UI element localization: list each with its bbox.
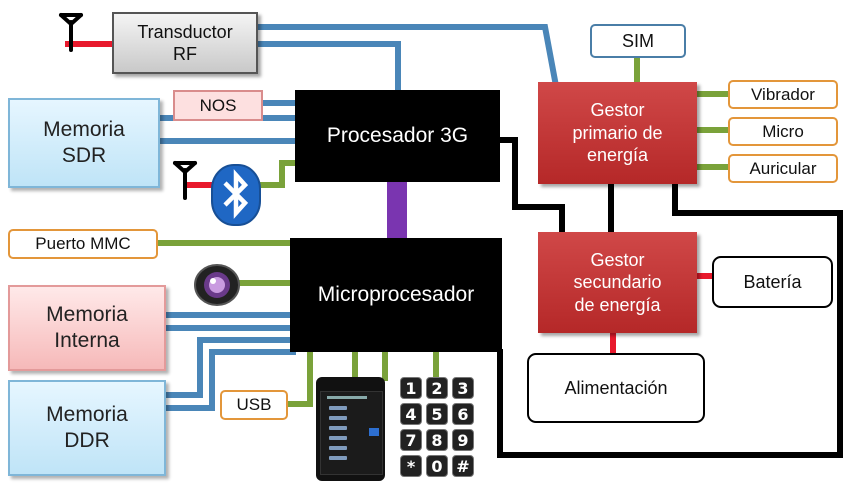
auricular-block: Auricular: [728, 154, 838, 183]
antenna-icon: [173, 161, 197, 200]
memoria-ddr-block: Memoria DDR: [8, 380, 166, 476]
bateria-block: Batería: [712, 256, 833, 308]
usb-block: USB: [220, 390, 288, 420]
alimentacion-block: Alimentación: [527, 353, 705, 423]
microprocesador-block: Microprocesador: [290, 238, 502, 352]
keypad-key: #: [452, 455, 474, 477]
transductor-rf-block: Transductor RF: [112, 12, 258, 74]
nos-block: NOS: [173, 90, 263, 121]
micro-block: Micro: [728, 117, 838, 146]
signal-lines: [153, 55, 731, 407]
touchscreen-icon: [316, 377, 385, 481]
memoria-interna-block: Memoria Interna: [8, 285, 166, 371]
puerto-mmc-block: Puerto MMC: [8, 229, 158, 259]
sim-block: SIM: [590, 24, 686, 58]
power-lines: [497, 137, 843, 458]
memoria-sdr-block: Memoria SDR: [8, 98, 160, 188]
internal-bus: [387, 182, 407, 238]
keypad-key: *: [400, 455, 422, 477]
gestor-secundario-block: Gestor secundario de energía: [538, 232, 697, 333]
keypad-key: 0: [426, 455, 448, 477]
antenna-icon: [59, 13, 83, 52]
keypad-key: 7: [400, 429, 422, 451]
data-bus-lines: [157, 24, 560, 411]
keypad-key: 8: [426, 429, 448, 451]
gestor-primario-block: Gestor primario de energía: [538, 82, 697, 184]
camera-icon: [194, 264, 240, 306]
keypad-key: 2: [426, 377, 448, 399]
procesador-3g-block: Procesador 3G: [295, 90, 500, 182]
bluetooth-icon: [211, 164, 261, 226]
keypad-key: 9: [452, 429, 474, 451]
keypad-key: 1: [400, 377, 422, 399]
vibrador-block: Vibrador: [728, 80, 838, 109]
keypad-key: 3: [452, 377, 474, 399]
keypad-key: 4: [400, 403, 422, 425]
keypad-key: 6: [452, 403, 474, 425]
keypad-key: 5: [426, 403, 448, 425]
rf-links: [65, 41, 715, 355]
